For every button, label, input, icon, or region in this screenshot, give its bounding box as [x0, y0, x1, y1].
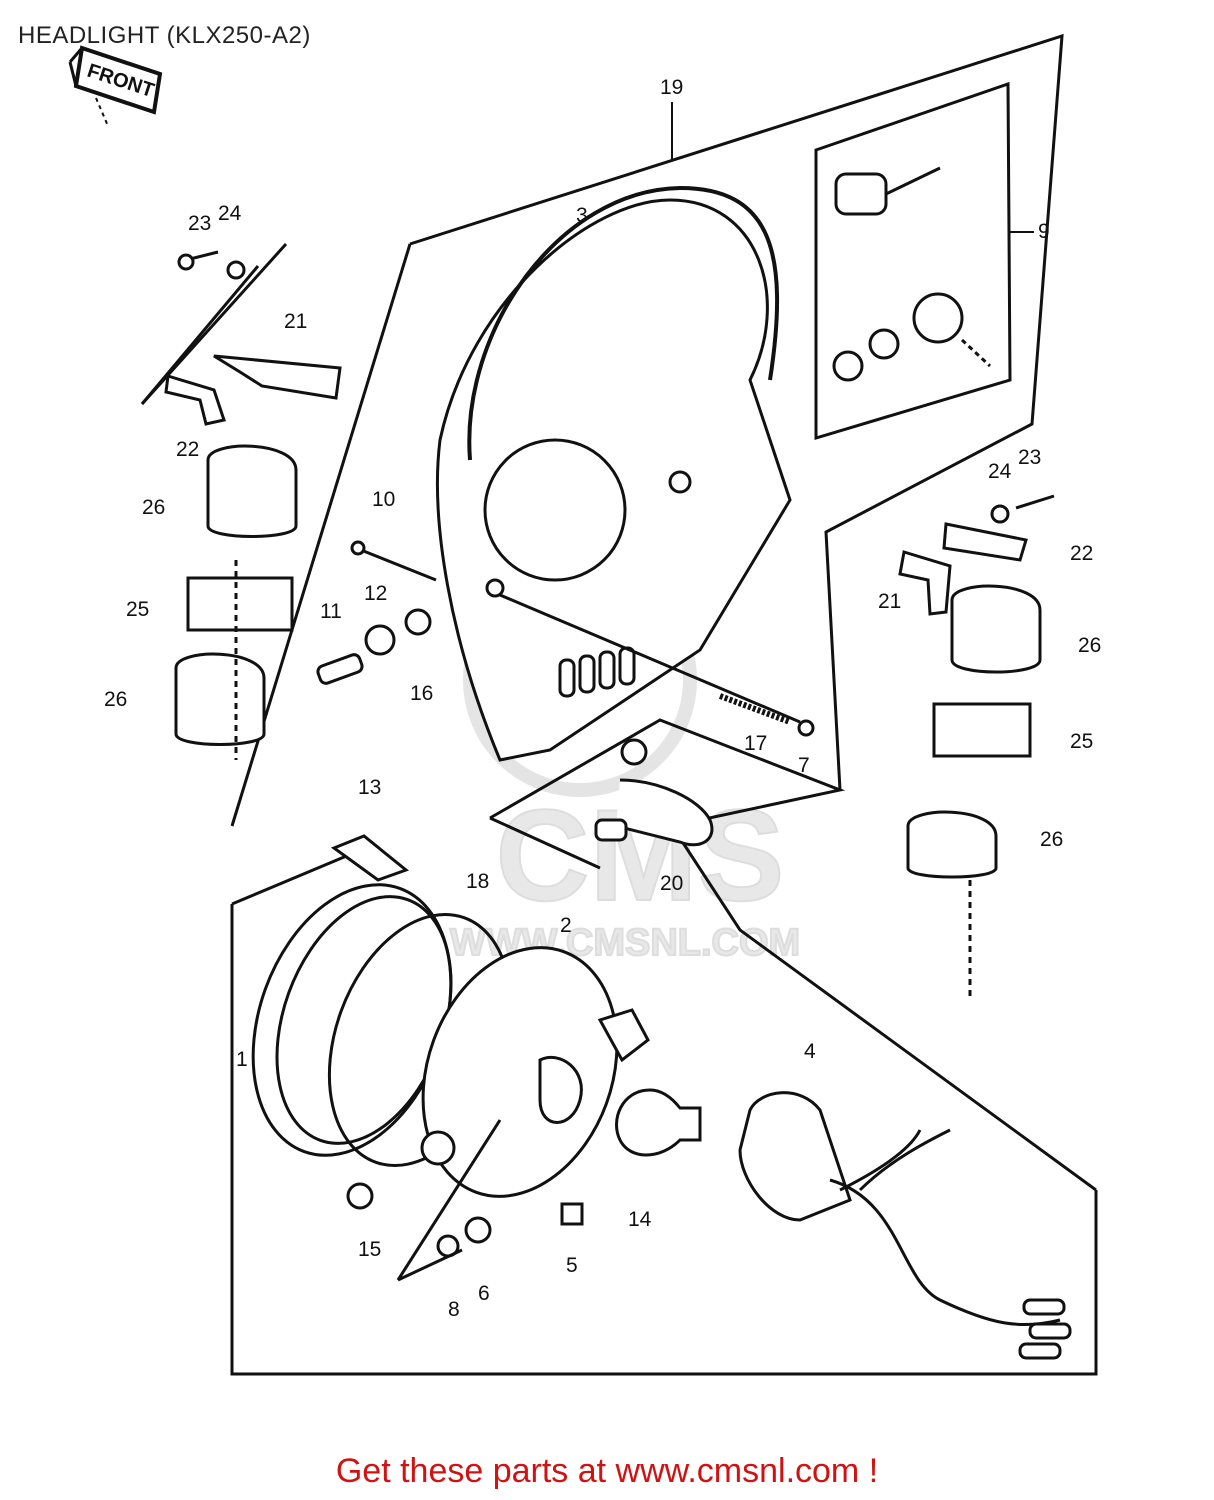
- switch-assembly-box: [814, 81, 1012, 441]
- callout-22-left: 22: [176, 438, 199, 461]
- clip-part: [330, 834, 410, 882]
- callout-22-right: 22: [1070, 542, 1093, 565]
- get-parts-link[interactable]: Get these parts at www.cmsnl.com !: [335, 1452, 879, 1490]
- callout-9: 9: [1038, 220, 1050, 243]
- callout-11: 11: [320, 600, 342, 623]
- callout-26-left-bottom: 26: [104, 688, 127, 711]
- callout-18: 18: [466, 870, 489, 893]
- callout-21-left: 21: [284, 310, 307, 333]
- callout-26-right-bottom: 26: [1040, 828, 1063, 851]
- callout-26-right-top: 26: [1078, 634, 1101, 657]
- callout-26-left-top: 26: [142, 496, 165, 519]
- callout-23-left: 23: [188, 212, 211, 235]
- callout-8: 8: [448, 1298, 460, 1321]
- page-title: HEADLIGHT (KLX250-A2): [18, 22, 311, 49]
- callout-13: 13: [358, 776, 381, 799]
- part-callouts: 19 3 9 23 24 21 22 26 25 26 10 11 12 16 …: [104, 76, 1101, 1321]
- callout-20: 20: [660, 872, 683, 895]
- headlight-front-assembly: [251, 883, 650, 1282]
- callout-17: 17: [744, 732, 767, 755]
- headlight-cover-assembly: [436, 185, 801, 762]
- callout-12: 12: [364, 582, 387, 605]
- right-fork-mount-parts: [898, 494, 1055, 1000]
- left-fork-mount-parts: [140, 242, 342, 760]
- callout-10: 10: [372, 488, 395, 511]
- exploded-parts-diagram: CMS WWW.CMSNL.COM FRONT: [68, 33, 1101, 1376]
- bulb-and-socket: [615, 1088, 1072, 1360]
- mounting-hardware: [316, 540, 815, 737]
- front-direction-tag: FRONT: [68, 45, 163, 127]
- callout-19: 19: [660, 76, 683, 99]
- callout-6: 6: [478, 1282, 490, 1305]
- callout-15: 15: [358, 1238, 381, 1261]
- callout-21-right: 21: [878, 590, 901, 613]
- damper-part: [594, 738, 714, 847]
- callout-14: 14: [628, 1208, 652, 1231]
- callout-25-left: 25: [126, 598, 149, 621]
- callout-24-left: 24: [218, 202, 242, 225]
- callout-24-right: 24: [988, 460, 1012, 483]
- callout-23-right: 23: [1018, 446, 1041, 469]
- callout-5: 5: [566, 1254, 578, 1277]
- callout-1: 1: [236, 1048, 248, 1071]
- callout-16: 16: [410, 682, 433, 705]
- callout-7: 7: [798, 754, 810, 777]
- callout-4: 4: [804, 1040, 816, 1063]
- callout-3: 3: [576, 204, 588, 227]
- callout-2: 2: [560, 914, 572, 937]
- callout-25-right: 25: [1070, 730, 1093, 753]
